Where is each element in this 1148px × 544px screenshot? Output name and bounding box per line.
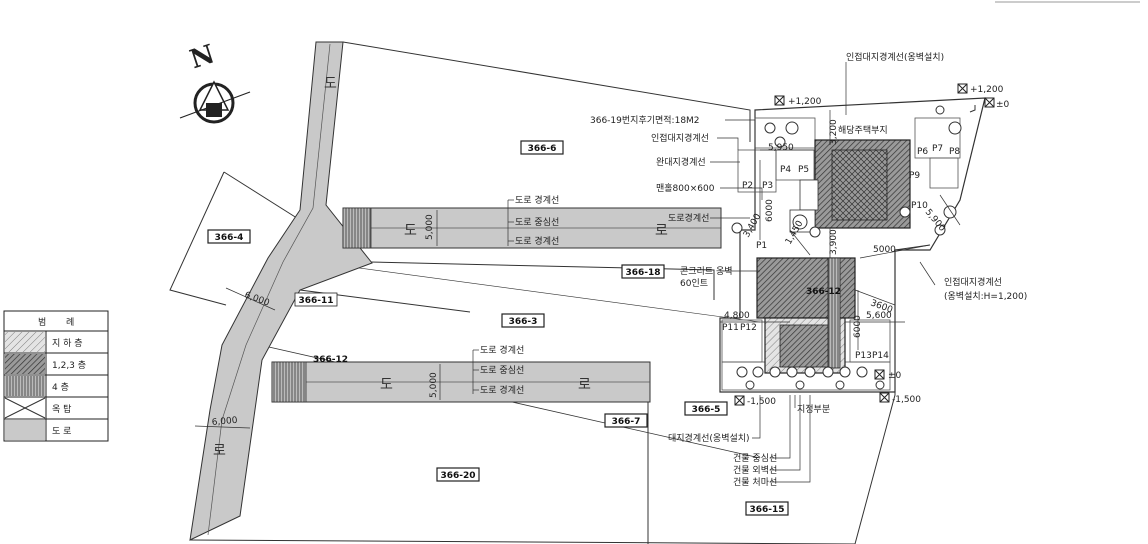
dim-5600: 5,600	[866, 311, 892, 321]
lot-label-8: 366-20	[440, 471, 475, 481]
lot-labels: 366-6 366-4 366-11 366-3 366-18 366-5 36…	[207, 140, 789, 516]
lot-label-9: 366-15	[749, 505, 784, 515]
legend-swatch-floors	[5, 354, 45, 374]
road-line-labels-upper: 도로 경계선 도로 중심선 도로 경계선	[507, 194, 559, 247]
parking-p7: P7	[932, 144, 943, 154]
legend-label-2: 1,2,3 층	[52, 360, 86, 371]
north-arrow: N	[179, 39, 251, 124]
legend-label-4: 옥 탑	[52, 403, 71, 415]
note-6: 인접대지경계선	[944, 276, 1002, 288]
dim-4800: 4,800	[724, 311, 750, 321]
lot-label-1: 366-6	[528, 144, 557, 154]
note-14: 지정부분	[797, 404, 830, 415]
legend-label-5: 도 로	[52, 427, 71, 437]
level-2: +1,200	[970, 85, 1004, 95]
annotations: 인접대지경계선(옹벽설치) 366-19번지후기면적:18M2 인접대지경계선 …	[590, 51, 1027, 488]
dim-road-lower: 5,000	[429, 372, 439, 398]
lot-label-6: 366-5	[692, 405, 721, 415]
parking-p1: P1	[756, 241, 767, 251]
note-5: 맨홀800×600	[656, 182, 715, 194]
level-5: -1,500	[747, 397, 776, 407]
dim-3200: 3,200	[829, 119, 839, 145]
dim-1450: 1,450	[784, 219, 806, 247]
label-road-center-2: 도로 중심선	[480, 365, 524, 376]
legend: 범 례 지 하 층 1,2,3 층 4 층 옥 탑 도 로	[3, 310, 109, 442]
roads	[189, 41, 722, 541]
road-char-ro-2: 로	[578, 377, 591, 393]
parking-p11: P11	[722, 323, 739, 333]
dim-road-upper: 5,000	[425, 214, 435, 240]
building-lot-label: 366-12	[806, 287, 841, 297]
label-road-center-1: 도로 중심선	[515, 217, 559, 228]
building-site: 366-12 P1 P2 P3 P4 P5 P6 P7 P8 P9	[719, 97, 986, 393]
road-labels: 도 도 로 도 로 로	[213, 76, 668, 459]
road-char-do-1: 도	[324, 76, 337, 92]
road-char-ro-3: 로	[213, 443, 226, 459]
note-10: 대지경계선(옹벽설치)	[668, 432, 750, 444]
legend-title-a: 범	[38, 317, 46, 328]
lot-label-4: 366-3	[509, 317, 538, 327]
dim-5000: 5000	[873, 245, 896, 255]
legend-swatch-4th	[5, 376, 45, 396]
note-4: 완대지경계선	[656, 156, 706, 168]
note-15: 도로경계선	[668, 212, 709, 224]
parking-p14: P14	[872, 351, 889, 361]
legend-swatch-road	[5, 420, 45, 440]
dim-6000-lower: 6000	[853, 315, 863, 338]
legend-swatch-basement	[5, 332, 45, 352]
parking-p5: P5	[798, 165, 809, 175]
level-3: ±0	[996, 100, 1010, 110]
lot-label-7: 366-7	[612, 417, 641, 427]
north-letter: N	[186, 39, 218, 75]
label-road-boundary-2: 도로 경계선	[515, 235, 559, 247]
legend-swatch-rooftop	[4, 397, 46, 419]
lot-label-10: 366-12	[313, 355, 348, 365]
level-4: ±0	[888, 371, 902, 381]
dim-3400: 3,400	[742, 212, 764, 240]
parking-p12: P12	[740, 323, 757, 333]
note-3: 인접대지경계선	[651, 132, 709, 144]
note-8: 콘크리트 옹벽	[680, 266, 733, 277]
dim-6000-vert: 6000	[765, 199, 775, 222]
note-1: 인접대지경계선(옹벽설치)	[846, 51, 944, 63]
parking-p2: P2	[742, 181, 753, 191]
road-char-do-3: 도	[380, 377, 393, 393]
note-13: 건물 처마선	[733, 476, 777, 488]
note-11: 건물 중심선	[733, 453, 777, 464]
parking-p3: P3	[762, 181, 773, 191]
note-9: 60인트	[680, 278, 708, 289]
note-7: (옹벽설치:H=1,200)	[944, 290, 1027, 302]
parking-p9: P9	[909, 171, 920, 181]
lot-label-3: 366-11	[298, 296, 333, 306]
label-road-boundary-1: 도로 경계선	[515, 194, 559, 206]
dim-road-diag-2: 6,000	[211, 416, 238, 428]
building-name-label: 해당주택부지	[838, 125, 888, 136]
note-12: 건물 외벽선	[733, 464, 777, 476]
label-road-boundary-3: 도로 경계선	[480, 344, 524, 356]
parking-p4: P4	[780, 165, 791, 175]
note-2: 366-19번지후기면적:18M2	[590, 114, 700, 126]
legend-title-b: 례	[66, 317, 74, 328]
parking-p13: P13	[855, 351, 872, 361]
lot-label-2: 366-4	[215, 233, 244, 243]
level-markers: +1,200 +1,200 ±0 ±0 -1,500 -1,500	[734, 83, 1010, 407]
road-main	[189, 41, 373, 541]
road-line-labels-lower: 도로 경계선 도로 중심선 도로 경계선	[472, 344, 524, 396]
level-1: +1,200	[788, 97, 822, 107]
label-road-boundary-4: 도로 경계선	[480, 384, 524, 396]
road-char-do-2: 도	[404, 223, 417, 239]
legend-label-1: 지 하 층	[52, 338, 83, 349]
lot-label-5: 366-18	[625, 268, 660, 278]
level-6: -1,500	[892, 395, 921, 405]
parking-p6: P6	[917, 147, 928, 157]
parking-p10: P10	[911, 201, 928, 211]
legend-label-3: 4 층	[52, 382, 69, 393]
road-char-ro-1: 로	[655, 223, 668, 239]
dim-3900: 3,900	[829, 229, 839, 255]
dim-5950: 5,950	[768, 143, 794, 153]
parking-p8: P8	[949, 147, 960, 157]
